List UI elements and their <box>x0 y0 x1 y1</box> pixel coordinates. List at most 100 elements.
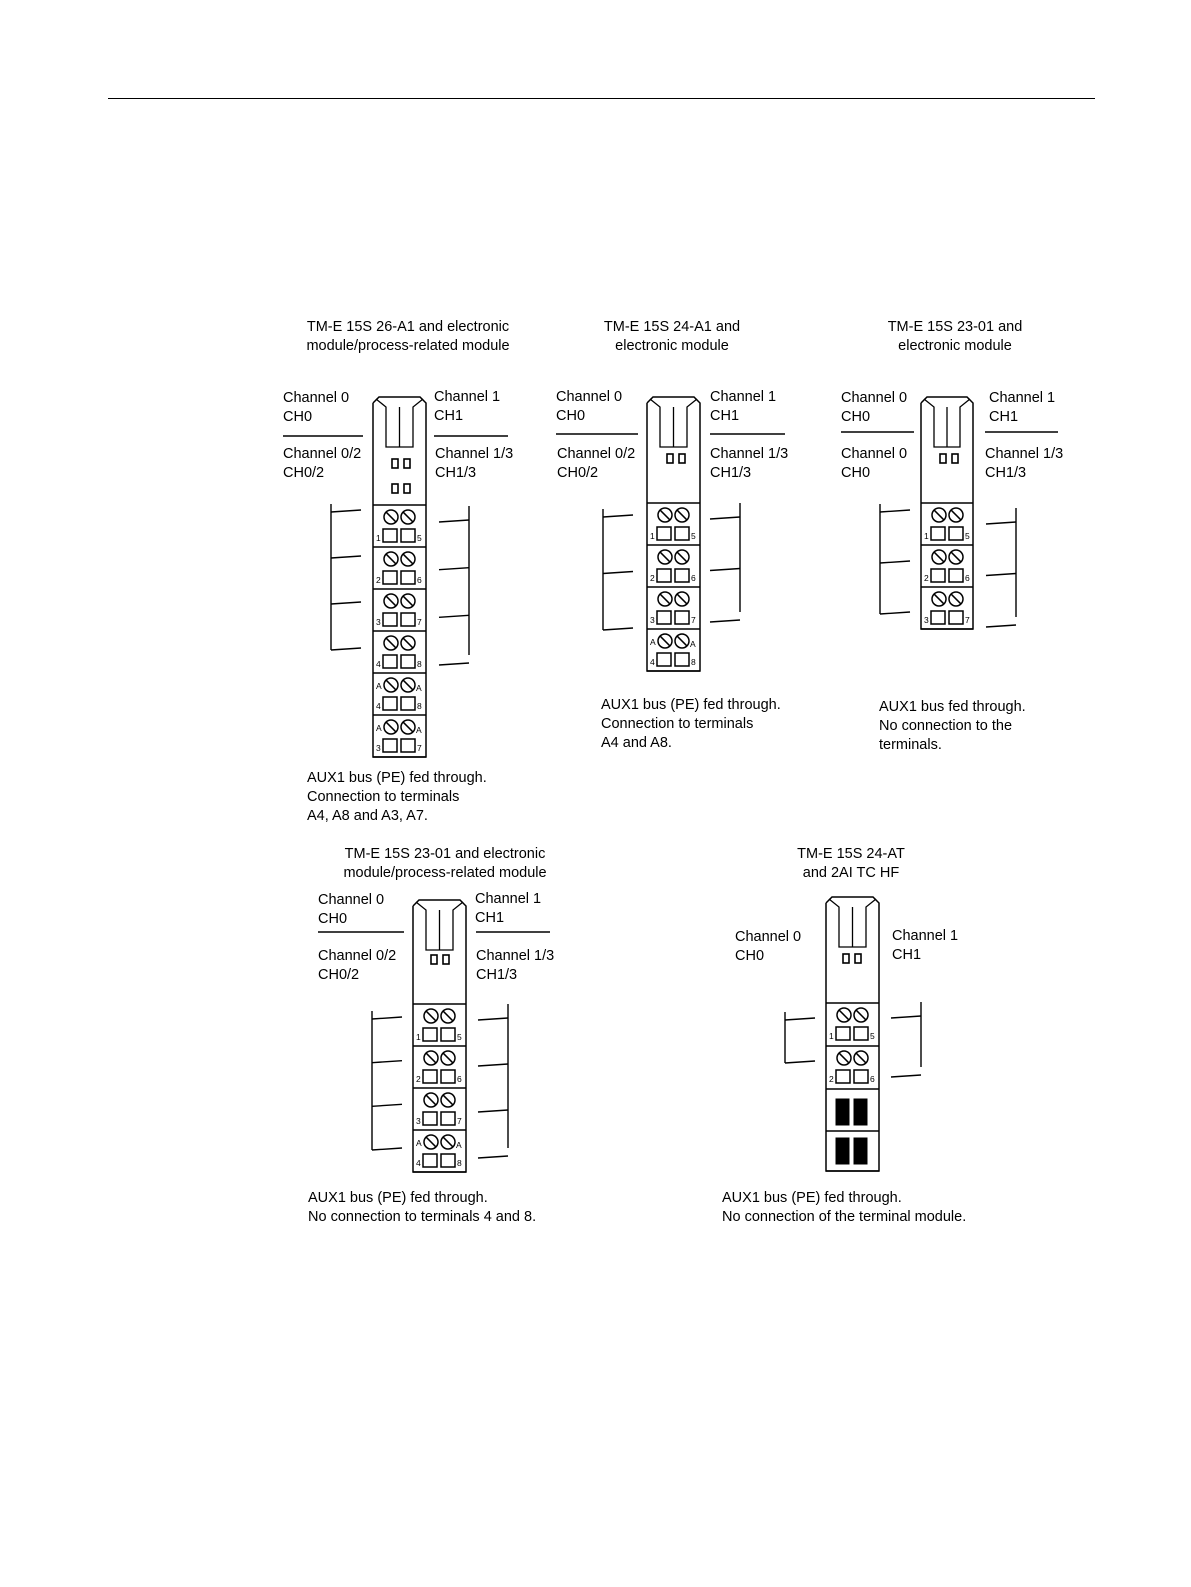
spring-terminal <box>422 1153 438 1168</box>
screw-terminal-slot <box>442 1094 454 1106</box>
left-channel-tick <box>371 1016 403 1020</box>
led-indicator <box>842 953 850 964</box>
spring-terminal <box>853 1069 869 1084</box>
terminal-number-left: 2 <box>829 1074 834 1084</box>
screw-terminal <box>674 633 690 649</box>
module-title: TM-E 15S 23-01 and <box>887 319 1023 335</box>
screw-terminal-slot <box>950 551 962 563</box>
screw-terminal-slot <box>950 593 962 605</box>
right-channel-tick <box>438 614 470 619</box>
spring-terminal <box>853 1026 869 1041</box>
left-channel-tick <box>330 647 362 651</box>
module-title: TM-E 15S 24-AT <box>797 846 905 862</box>
left-channel-tick <box>330 509 362 513</box>
spring-terminal <box>930 526 946 541</box>
screw-terminal <box>383 509 399 525</box>
spring-terminal <box>948 526 964 541</box>
screw-terminal <box>931 507 947 523</box>
spring-terminal <box>382 570 398 585</box>
left-channel-tick <box>602 570 634 575</box>
spring-terminal <box>382 528 398 543</box>
spring-terminal <box>948 610 964 625</box>
screw-terminal-slot <box>659 593 671 605</box>
screw-terminal-slot <box>933 509 945 521</box>
left-channel-tick <box>330 555 362 559</box>
terminal-number-left: 4 <box>650 657 655 667</box>
screw-terminal-slot <box>385 511 397 523</box>
spring-terminal <box>382 696 398 711</box>
channel-label-bottom-right: Channel 1/3 <box>435 446 514 462</box>
spring-terminal <box>382 612 398 627</box>
screw-terminal-slot <box>659 635 671 647</box>
solid-contact-block <box>853 1137 868 1165</box>
led-indicator <box>666 453 674 464</box>
right-channel-tick <box>438 566 470 571</box>
spring-terminal <box>930 568 946 583</box>
screw-terminal <box>440 1092 456 1108</box>
led-indicator <box>403 483 411 494</box>
screw-terminal-slot <box>838 1009 850 1021</box>
led-indicator <box>854 953 862 964</box>
channel-label-top-right: CH1 <box>710 408 740 424</box>
channel-label-bottom-right: CH1/3 <box>985 465 1027 481</box>
screw-terminal-slot <box>425 1010 437 1022</box>
channel-label-top-left: CH0 <box>283 409 313 425</box>
spring-terminal <box>400 612 416 627</box>
channel-label-bottom-left: CH0/2 <box>557 465 599 481</box>
channel-label-top-right: Channel 1 <box>989 390 1056 406</box>
terminal-number-right: 7 <box>457 1116 462 1126</box>
screw-terminal-slot <box>402 679 414 691</box>
spring-terminal <box>400 738 416 753</box>
spring-terminal <box>400 696 416 711</box>
right-channel-tick <box>890 1074 922 1078</box>
screw-terminal-slot <box>933 551 945 563</box>
channel-label-bottom-left: Channel 0/2 <box>318 948 397 964</box>
screw-terminal-slot <box>402 511 414 523</box>
terminal-number-left: 3 <box>924 615 929 625</box>
spring-terminal <box>400 570 416 585</box>
left-channel-tick <box>371 1103 403 1108</box>
terminal-number-left: 3 <box>650 615 655 625</box>
channel-label-top-right: Channel 1 <box>475 891 542 907</box>
screw-terminal-slot <box>442 1136 454 1148</box>
screw-terminal <box>383 719 399 735</box>
terminal-number-right: 8 <box>417 659 422 669</box>
module-title: TM-E 15S 24-A1 and <box>603 319 741 335</box>
channel-label-top-left: Channel 0 <box>283 390 350 406</box>
spring-terminal <box>948 568 964 583</box>
screw-terminal-slot <box>659 509 671 521</box>
terminal-number-right: 8 <box>457 1158 462 1168</box>
aux-terminal-marker-right: A <box>416 683 422 693</box>
screw-terminal-slot <box>385 679 397 691</box>
terminal-number-right: 7 <box>691 615 696 625</box>
right-channel-tick <box>477 1155 509 1159</box>
screw-terminal <box>383 677 399 693</box>
channel-label-bottom-left: Channel 0 <box>841 446 908 462</box>
left-channel-tick <box>371 1059 403 1064</box>
spring-terminal <box>422 1069 438 1084</box>
screw-terminal <box>440 1134 456 1150</box>
spring-terminal <box>674 526 690 541</box>
left-channel-tick <box>602 627 634 631</box>
channel-label-top-left: Channel 0 <box>318 892 385 908</box>
spring-terminal <box>656 526 672 541</box>
left-channel-tick <box>784 1017 816 1021</box>
aux-terminal-marker-left: A <box>650 637 656 647</box>
channel-label-top-left: CH0 <box>841 409 871 425</box>
spring-terminal <box>835 1026 851 1041</box>
spring-terminal <box>656 568 672 583</box>
channel-label-top-left: Channel 0 <box>735 929 802 945</box>
screw-terminal <box>836 1007 852 1023</box>
aux-terminal-marker-right: A <box>690 639 696 649</box>
right-channel-tick <box>477 1017 509 1021</box>
terminal-number-left: 4 <box>416 1158 421 1168</box>
right-channel-tick <box>438 662 470 666</box>
right-channel-tick <box>709 619 741 623</box>
terminal-number-left: 1 <box>416 1032 421 1042</box>
module-note: AUX1 bus (PE) fed through. <box>601 697 781 713</box>
module-note: Connection to terminals <box>601 716 754 732</box>
terminal-number-left: 4 <box>376 701 381 711</box>
terminal-number-left: 2 <box>416 1074 421 1084</box>
